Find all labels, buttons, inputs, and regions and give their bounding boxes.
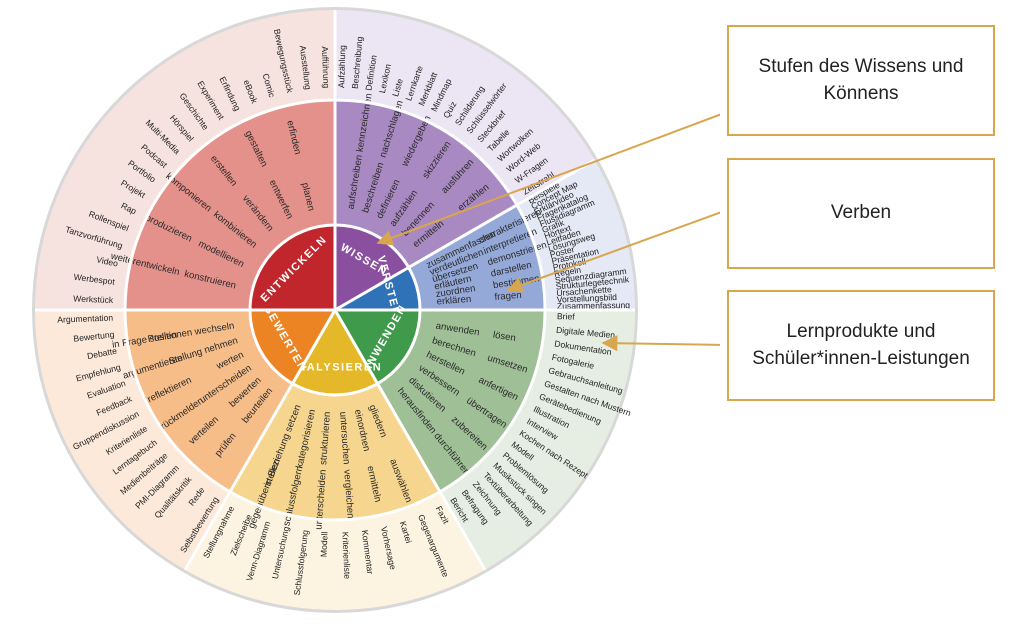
sector-bewerten: SelbstbewertungRedeQualitätskritikPMI-Di…: [35, 303, 335, 570]
callout-knowledge-levels: Stufen des Wissens und Könnens: [727, 25, 995, 136]
product-label: Brief: [557, 311, 576, 322]
product-label: Liste: [390, 77, 405, 97]
verb-label: erklären: [436, 294, 471, 308]
product-label: Video: [95, 254, 119, 268]
verbs-ring-analysieren: [230, 383, 440, 520]
product-label: Ursachenkette: [556, 284, 612, 298]
level-label-analysieren: ANALYSIEREN: [288, 362, 382, 374]
product-label: Zusammenfassung: [557, 300, 630, 311]
ring-divider-core: [248, 223, 422, 397]
product-label: Beschreibung: [350, 36, 365, 89]
ring-divider-mid: [123, 98, 547, 522]
product-label: Vorstellungsbild: [557, 292, 618, 305]
sector-analysieren: FazitGegenargumenteKarteiVorhersageKomme…: [185, 310, 485, 610]
arrow-products: [601, 335, 720, 352]
verb-label: vergleichen: [341, 469, 356, 519]
callout-learning-products: Lernprodukte und Schüler*innen-Leistunge…: [727, 290, 995, 401]
products-ring-entwickeln: [35, 10, 335, 310]
verbs-ring-entwickeln: [125, 100, 335, 310]
arrow-knowledge-levels: [376, 113, 720, 246]
product-label: Aufzählung: [336, 45, 347, 89]
level-core-entwickeln: [250, 225, 335, 310]
verbs-ring-anwenden: [377, 310, 545, 492]
verb-label: untersuchen: [337, 411, 352, 464]
callout-verbs: Verben: [727, 158, 995, 269]
products-ring-analysieren: [185, 491, 485, 610]
sector-divider: [334, 158, 596, 312]
level-core-analysieren: [292, 310, 378, 395]
sector-divider: [333, 309, 487, 571]
products-ring-anwenden: [440, 310, 635, 570]
arrow-verbs: [506, 211, 720, 293]
verb-label: strukturieren: [318, 411, 333, 465]
product-label: Aufführung: [320, 46, 332, 88]
sector-divider: [183, 309, 337, 571]
products-ring-verstehen: [516, 160, 635, 310]
verb-label: fragen: [494, 290, 522, 303]
product-label: Kriterienliste: [340, 532, 352, 580]
product-label: Argumentation: [57, 313, 113, 325]
verb-label: unterscheiden: [313, 469, 328, 530]
product-label: Modell: [318, 531, 329, 557]
verbs-ring-bewerten: [125, 310, 293, 492]
products-ring-wissen: [335, 10, 595, 205]
product-label: Werkstück: [73, 293, 114, 305]
product-label: Bewertung: [73, 329, 115, 344]
sector-entwickeln: WerkstückWerbespotVideoTanzvorführungRol…: [35, 10, 335, 310]
verb-label: lösen: [492, 330, 516, 344]
product-label: Regeln: [553, 265, 582, 279]
products-ring-bewerten: [35, 310, 230, 570]
verbs-ring-wissen: [335, 100, 517, 268]
